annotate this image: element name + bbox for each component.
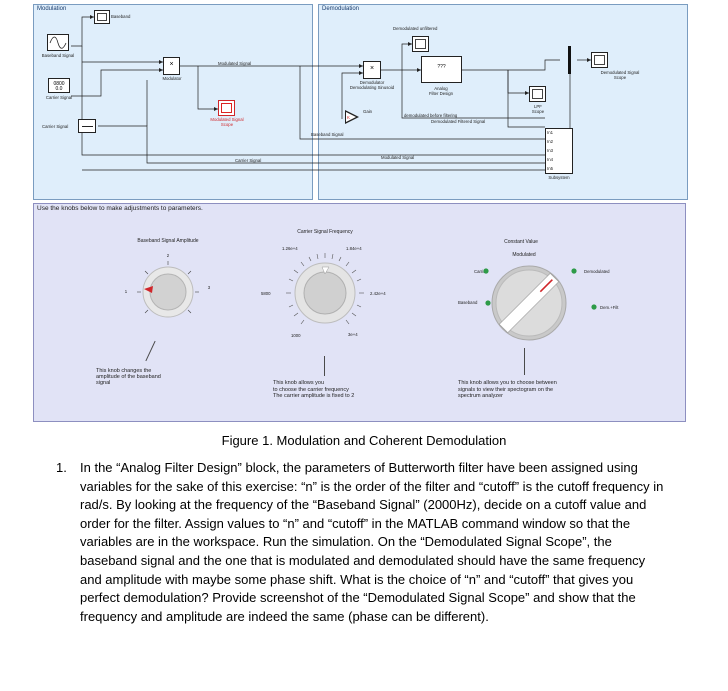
demodulator-label: Demodulator [359,80,385,85]
frequency-knob[interactable] [281,250,369,336]
subsystem-port-4: In4 [547,157,553,162]
dem-filt-indicator-icon [591,304,597,310]
modulator-block[interactable]: × [163,57,180,75]
demodulation-area: Demodulation [318,4,688,200]
demod-before-filtering-label: demodulated before filtering [404,113,458,118]
frequency-tick-6: 5800 [261,291,271,296]
analog-filter-label: Analog Filter Design [428,86,454,96]
subsystem-port-5: In5 [547,166,553,171]
gain-value: K [347,115,350,120]
baseband-signal-line-label: Baseband Signal [311,132,344,137]
lpf-scope-label: LPF Scope [531,104,545,114]
carrier-display-block[interactable]: 0800 0.0 [48,78,70,93]
demod-filtered-signal-label: Demodulated Filtered Signal [431,119,486,124]
modulation-area-title: Modulation [37,6,67,12]
carrier-constant-label: Carrier Signal [45,95,73,100]
knobs-panel: Use the knobs below to make adjustments … [33,203,686,422]
mux-bar [568,46,571,74]
filter-placeholder-text: ??? [437,64,446,70]
analog-filter-block[interactable]: ??? [421,56,462,83]
frequency-tick-3: 2.42e+4 [370,291,386,296]
selector-indicators [483,268,597,310]
baseband-scope-label: Baseband [111,14,131,19]
question-text: In the “Analog Filter Design” block, the… [80,460,664,624]
frequency-knob-title: Carrier Signal Frequency [297,229,353,235]
demodulation-area-title: Demodulation [322,6,360,12]
selector-selected: Modulated [512,252,536,258]
modulation-area: Modulation [33,4,313,200]
baseband-signal-source[interactable] [47,34,69,51]
demodulated-unfiltered-scope[interactable] [412,36,429,52]
baseband-scope-block[interactable] [94,10,110,24]
selector-knob[interactable] [489,263,569,343]
subsystem-port-2: In2 [547,139,553,144]
modulated-signal-label: Modulated Signal [218,61,252,66]
amplitude-knob-title: Baseband Signal Amplitude [137,238,199,244]
selector-note: This knob allows you to choose between s… [458,380,557,399]
amplitude-knob[interactable] [131,255,205,329]
figure-caption: Figure 1. Modulation and Coherent Demodu… [221,433,507,448]
modulated-scope-label: Modulated Signal Scope [210,117,244,127]
modulator-label: Modulator [162,76,182,81]
amplitude-tick-2: 2 [166,253,170,258]
baseband-indicator-icon [485,300,491,306]
selector-option-carrier: Carrier [474,269,488,274]
subsystem-label: Subsystem [548,175,570,180]
subsystem-port-1: In1 [547,130,553,135]
question-1: 1. In the “Analog Filter Design” block, … [56,459,668,626]
carrier-signal-block[interactable] [78,119,96,133]
carrier-display-value: 0800 [53,81,65,87]
gain-label: Gain [363,109,373,114]
carrier-signal-line-label: Carrier Signal [235,158,262,163]
demodulated-signal-scope-label: Demodulated Signal Scope [600,70,640,80]
amplitude-tick-1: 1 [124,289,128,294]
selector-option-demodulated: Demodulated [584,269,610,274]
frequency-knob-note: This knob allows you to choose the carri… [273,380,355,399]
demodulated-unfiltered-label: Demodulated unfiltered [393,26,438,31]
selector-option-dem-filt: Dem.+Filt [600,305,619,310]
demodulated-indicator-icon [571,268,577,274]
frequency-tick-2: 1.84e+4 [346,246,362,251]
sine-wave-icon [49,36,67,49]
frequency-tick-5: 1000 [291,333,301,338]
subsystem-block[interactable]: In1 In2 In3 In4 In5 [545,128,573,174]
modulated-scope-block[interactable] [218,100,235,116]
frequency-tick-4: 3e+4 [348,332,358,337]
frequency-tick-1: 1.26e+4 [282,246,298,251]
selector-title: Constant Value [504,239,538,245]
carrier-signal-knob-label: Carrier Signal [42,124,69,129]
amplitude-tick-3: 3 [207,285,211,290]
knobs-panel-title: Use the knobs below to make adjustments … [37,205,203,212]
frequency-pointer-line [324,356,325,376]
demodulated-signal-scope-block[interactable] [591,52,608,68]
lpf-scope-block[interactable] [529,86,546,102]
demodulator-block[interactable]: × [363,61,381,79]
baseband-signal-label: Baseband Signal [41,53,75,58]
question-number: 1. [56,460,67,475]
gain-block-inner [346,112,356,122]
subsystem-port-3: In3 [547,148,553,153]
demodulating-sinusoid-label: Demodulating Sinusoid [349,85,395,90]
selector-pointer-line [524,348,525,375]
carrier-indicator-icon [483,268,489,274]
modulated-signal-line-label: Modulated Signal [381,155,415,160]
selector-option-baseband: Baseband [458,300,478,305]
amplitude-knob-note: This knob changes the amplitude of the b… [96,368,161,386]
